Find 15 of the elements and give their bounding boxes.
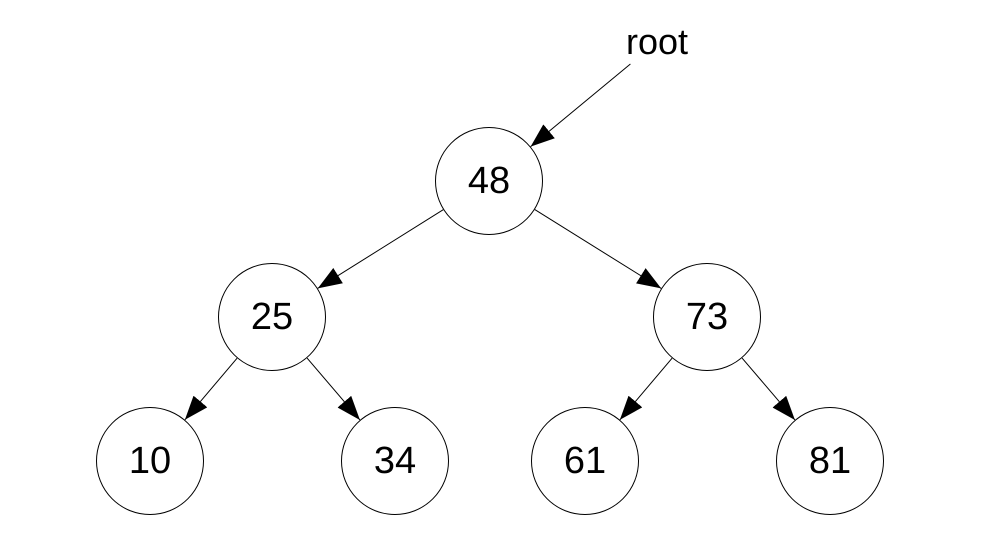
arrow	[306, 358, 360, 420]
pointer-label: root	[626, 24, 688, 60]
node-value: 73	[686, 298, 728, 336]
node-value: 61	[564, 442, 606, 480]
arrow	[530, 64, 631, 148]
node-value: 10	[128, 442, 172, 480]
node-value: 34	[374, 442, 416, 480]
node-value: 25	[250, 298, 294, 336]
arrow	[619, 358, 673, 420]
node-value: 81	[808, 442, 852, 480]
arrow	[534, 209, 662, 289]
arrow	[317, 209, 444, 289]
node-value: 48	[468, 162, 510, 200]
arrow	[184, 358, 238, 420]
arrow	[742, 358, 796, 420]
